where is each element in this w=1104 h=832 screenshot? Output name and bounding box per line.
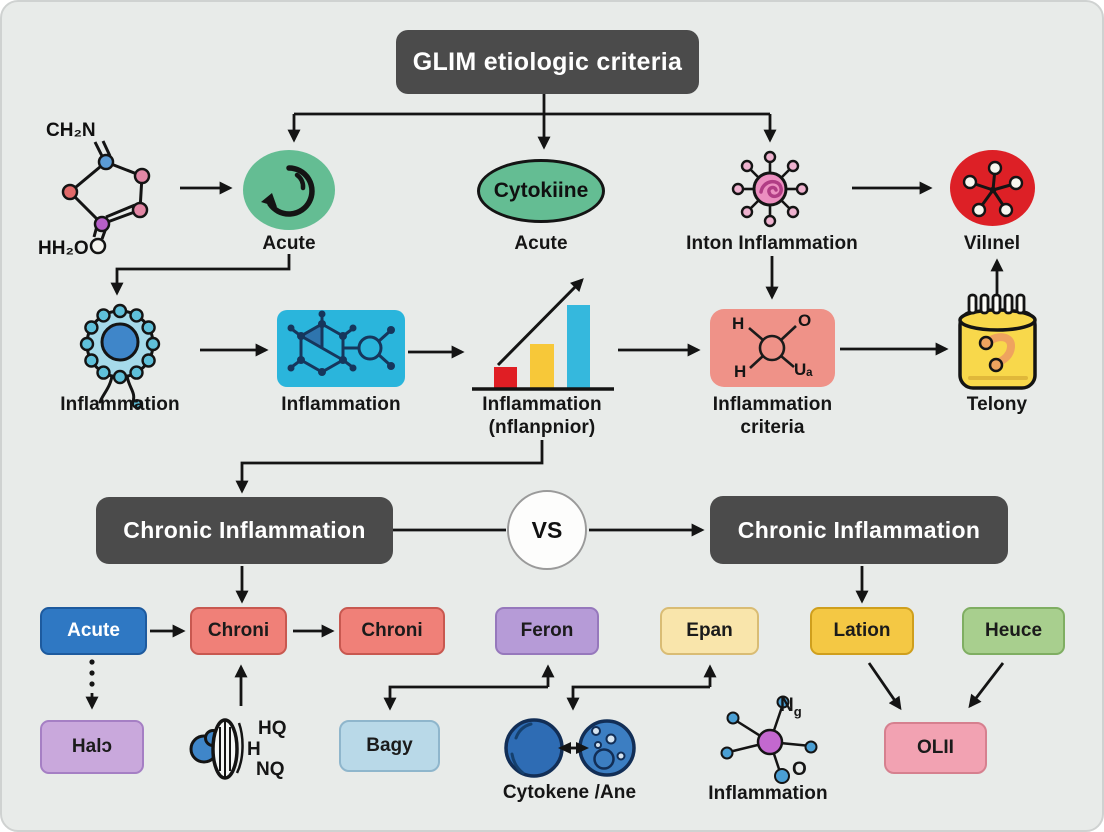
bar-chart-icon	[472, 278, 614, 391]
stage-box-lation: Lation	[810, 607, 914, 655]
criteria-box: H O H Uₐ	[710, 309, 835, 387]
chem-structure-icon	[61, 140, 151, 255]
chronic-left-box: Chronic Inflammation	[96, 497, 393, 564]
virus-icon	[731, 150, 809, 228]
cell-icon	[79, 303, 161, 409]
cytokine-ellipse: Cytokiine	[477, 159, 605, 223]
calendar-icon	[958, 293, 1037, 390]
vs-circle: VS	[507, 490, 587, 570]
cell-label: Inflammation	[60, 394, 180, 415]
chronic-right-box: Chronic Inflammation	[710, 496, 1008, 564]
chem-formula-top: CH₂N	[46, 120, 96, 141]
molecule-n-label: Ng	[780, 695, 802, 719]
cycle-icon	[261, 165, 315, 217]
cell-pair-icon	[504, 718, 636, 778]
halo-box: Halɔ	[40, 720, 144, 774]
stage-box-epan: Epan	[660, 607, 759, 655]
chem-formula-bottom: HH₂O	[38, 238, 89, 259]
cytokine-ellipse-text: Cytokiine	[493, 179, 589, 202]
atom-u-bottom: Uₐ	[794, 360, 813, 379]
acute-cycle-label: Acute	[262, 233, 316, 254]
calendar-label: Telony	[966, 394, 1028, 415]
hexagon-molecule-icon	[287, 310, 395, 376]
stage-box-chroni-1: Chroni	[190, 607, 287, 655]
organelle-label-h: H	[247, 739, 261, 760]
star-molecule-icon	[962, 160, 1024, 218]
atom-o-top: O	[798, 311, 812, 330]
cytokine-ellipse-label: Acute	[514, 233, 568, 254]
bar-chart-label-line2: (nflanpnior)	[488, 417, 596, 438]
vilinel-label: Vilınel	[963, 233, 1021, 254]
title-box: GLIM etiologic criteria	[396, 30, 699, 94]
cell-pair-label: Cytokene /Ane	[502, 782, 637, 803]
molecule-box-label: Inflammation	[281, 394, 401, 415]
organelle-label-nq: NQ	[256, 759, 285, 780]
atom-h-bottom: H	[734, 362, 747, 381]
bar-chart-label-line1: Inflammation	[482, 394, 602, 415]
criteria-box-label-line1: Inflammation	[712, 394, 833, 415]
organelle-icon	[189, 718, 244, 780]
stage-box-heuce: Heuce	[962, 607, 1065, 655]
vilinel-node	[950, 150, 1035, 226]
organelle-label-hq: HQ	[258, 718, 287, 739]
molecule-box	[277, 310, 405, 387]
criteria-box-label-line2: criteria	[740, 417, 805, 438]
bottom-molecule-label: Inflammation	[708, 783, 828, 804]
bottom-molecule-icon	[720, 695, 818, 784]
molecule-o-label: O	[792, 759, 807, 780]
acute-cycle-node	[243, 150, 335, 230]
stage-box-acute: Acute	[40, 607, 147, 655]
virus-label: Inton Inflammation	[686, 233, 858, 254]
bagy-box: Bagy	[339, 720, 440, 772]
stage-box-feron: Feron	[495, 607, 599, 655]
olii-box: OLII	[884, 722, 987, 774]
atom-h-top: H	[732, 314, 745, 333]
atom-molecule-icon	[748, 325, 797, 369]
stage-box-chroni-2: Chroni	[339, 607, 445, 655]
